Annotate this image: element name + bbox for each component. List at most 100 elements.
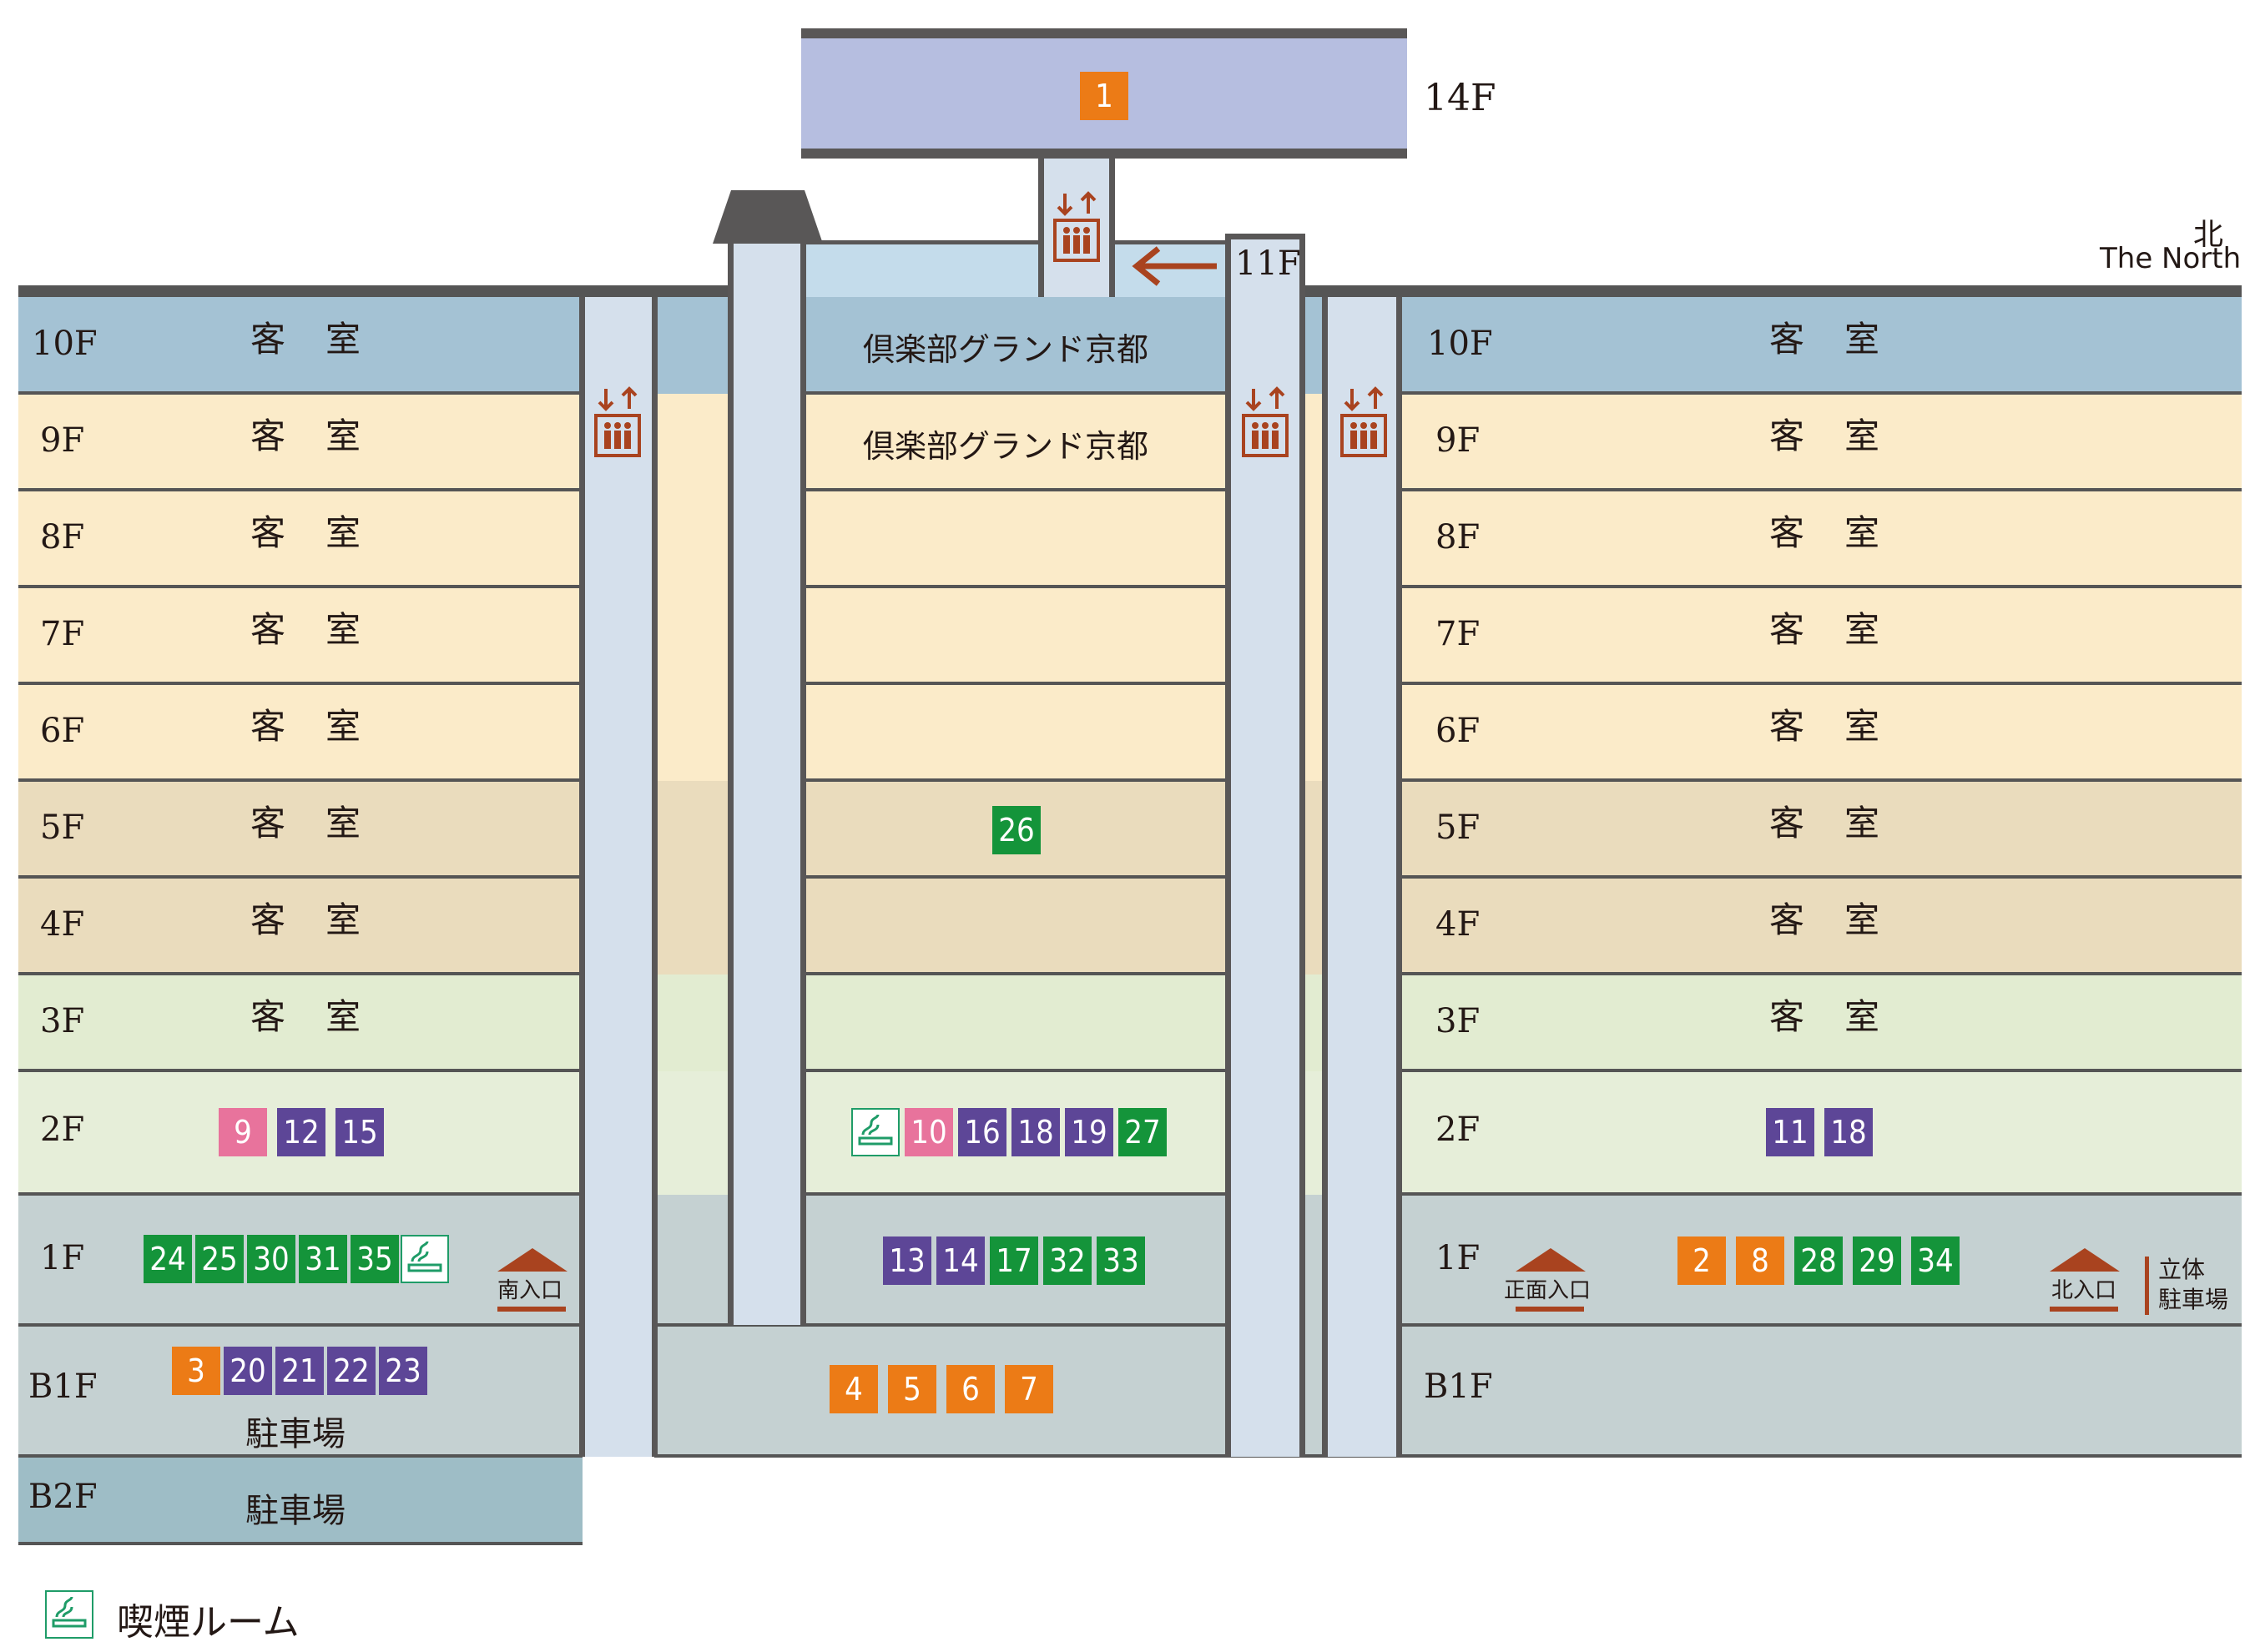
north-entrance-icon[interactable] xyxy=(2050,1248,2120,1277)
facility-badge[interactable]: 14 xyxy=(936,1236,985,1285)
facility-badge[interactable]: 7 xyxy=(1005,1365,1053,1413)
facility-badge[interactable]: 22 xyxy=(327,1347,376,1395)
floor-label-b1f: B1F xyxy=(1424,1367,1493,1406)
guest-rooms-label: 客室 xyxy=(250,416,401,456)
entrance-line xyxy=(2050,1307,2118,1312)
floor-label-1f: 1F xyxy=(40,1239,85,1277)
facility-badge[interactable]: 30 xyxy=(247,1235,295,1283)
divider xyxy=(1399,1069,2242,1072)
divider xyxy=(654,1323,1228,1327)
gap-strip-1f xyxy=(1302,1195,1325,1457)
facility-badge[interactable]: 34 xyxy=(1911,1236,1960,1285)
facility-badge[interactable]: 5 xyxy=(888,1365,936,1413)
guest-rooms-label: 客室 xyxy=(250,706,401,747)
guest-rooms-label: 客室 xyxy=(1769,609,1920,650)
facility-badge[interactable]: 21 xyxy=(275,1347,324,1395)
east-floor-7f xyxy=(1399,587,2242,684)
floor-label-b1f: B1F xyxy=(28,1367,98,1406)
center-floor-8f xyxy=(806,491,1228,587)
divider xyxy=(806,778,1228,782)
center-strip-mid xyxy=(654,781,734,975)
guest-rooms-label: 客室 xyxy=(1769,996,1920,1037)
floor-label-8f: 8F xyxy=(1435,518,1481,557)
center-floor-3f xyxy=(806,975,1228,1071)
gap-strip-upper xyxy=(1302,394,1325,781)
divider xyxy=(806,585,1228,588)
facility-badge[interactable]: 33 xyxy=(1097,1236,1145,1285)
facility-badge[interactable]: 20 xyxy=(224,1347,272,1395)
facility-badge[interactable]: 27 xyxy=(1118,1108,1167,1156)
facility-badge[interactable]: 16 xyxy=(958,1108,1006,1156)
facility-badge[interactable]: 18 xyxy=(1011,1108,1060,1156)
tower-cap xyxy=(713,190,823,244)
center-floor-9f xyxy=(806,394,1228,491)
divider xyxy=(806,488,1228,491)
floor-label-10f: 10F xyxy=(1427,325,1493,363)
front-entrance-icon[interactable] xyxy=(1516,1248,1586,1277)
west-roof xyxy=(18,285,736,297)
facility-badge[interactable]: 13 xyxy=(883,1236,931,1285)
parking-tower-marker xyxy=(2145,1257,2149,1315)
divider xyxy=(654,1454,2242,1458)
facility-badge[interactable]: 6 xyxy=(946,1365,995,1413)
facility-badge[interactable]: 15 xyxy=(335,1108,384,1156)
west-floor-5f xyxy=(18,781,583,878)
floor-label-4f: 4F xyxy=(40,905,85,944)
floor-label-7f: 7F xyxy=(40,615,85,653)
floor-label-8f: 8F xyxy=(40,518,85,557)
smoking-room-icon[interactable] xyxy=(401,1235,449,1283)
facility-badge[interactable]: 31 xyxy=(299,1235,347,1283)
divider xyxy=(1399,972,2242,975)
divider xyxy=(18,585,583,588)
divider xyxy=(1399,391,2242,395)
center-strip-upper xyxy=(654,394,734,781)
guest-rooms-label: 客室 xyxy=(1769,803,1920,844)
facility-badge[interactable]: 18 xyxy=(1824,1108,1873,1156)
divider xyxy=(18,875,583,879)
facility-badge[interactable]: 35 xyxy=(351,1235,399,1283)
facility-badge[interactable]: 12 xyxy=(277,1108,325,1156)
facility-badge[interactable]: 2 xyxy=(1677,1236,1726,1285)
facility-badge[interactable]: 28 xyxy=(1794,1236,1843,1285)
east-floor-2f xyxy=(1399,1071,2242,1195)
gap-strip-3f xyxy=(1302,975,1325,1071)
divider xyxy=(18,391,583,395)
elevator-icon xyxy=(1242,386,1289,457)
facility-badge[interactable]: 11 xyxy=(1766,1108,1814,1156)
south-entrance-icon[interactable] xyxy=(497,1248,568,1277)
facility-badge[interactable]: 10 xyxy=(905,1108,953,1156)
facility-badge[interactable]: 17 xyxy=(990,1236,1038,1285)
facility-badge[interactable]: 3 xyxy=(172,1347,220,1395)
facility-badge[interactable]: 19 xyxy=(1065,1108,1113,1156)
floor-label-2f: 2F xyxy=(1435,1111,1481,1149)
west-floor-6f xyxy=(18,684,583,781)
west-floor-7f xyxy=(18,587,583,684)
facility-badge[interactable]: 1 xyxy=(1080,72,1128,120)
guest-rooms-label: 客室 xyxy=(250,996,401,1037)
parking-tower-label: 立体 xyxy=(2158,1256,2206,1283)
facility-badge[interactable]: 25 xyxy=(195,1235,244,1283)
gap-strip-2f xyxy=(1302,1071,1325,1195)
facility-badge[interactable]: 8 xyxy=(1736,1236,1784,1285)
divider xyxy=(18,682,583,685)
facility-badge[interactable]: 9 xyxy=(219,1108,267,1156)
floor-label-2f: 2F xyxy=(40,1111,85,1149)
facility-badge[interactable]: 23 xyxy=(379,1347,427,1395)
entrance-line xyxy=(1516,1307,1584,1312)
facility-badge[interactable]: 32 xyxy=(1043,1236,1092,1285)
guest-rooms-label: 客室 xyxy=(250,319,401,360)
guest-rooms-label: 客室 xyxy=(250,803,401,844)
floor-label-11f: 11F xyxy=(1235,244,1301,283)
guest-rooms-label: 客室 xyxy=(1769,319,1920,360)
divider xyxy=(806,682,1228,685)
facility-badge[interactable]: 24 xyxy=(144,1235,192,1283)
divider xyxy=(18,1192,583,1196)
smoking-room-icon[interactable] xyxy=(851,1108,900,1156)
facility-badge[interactable]: 4 xyxy=(830,1365,878,1413)
divider xyxy=(1399,1323,2242,1327)
center-floor-6f xyxy=(806,684,1228,781)
facility-badge[interactable]: 29 xyxy=(1853,1236,1901,1285)
smoking-room-legend-icon xyxy=(45,1590,93,1639)
east-floor-6f xyxy=(1399,684,2242,781)
facility-badge[interactable]: 26 xyxy=(992,806,1041,854)
